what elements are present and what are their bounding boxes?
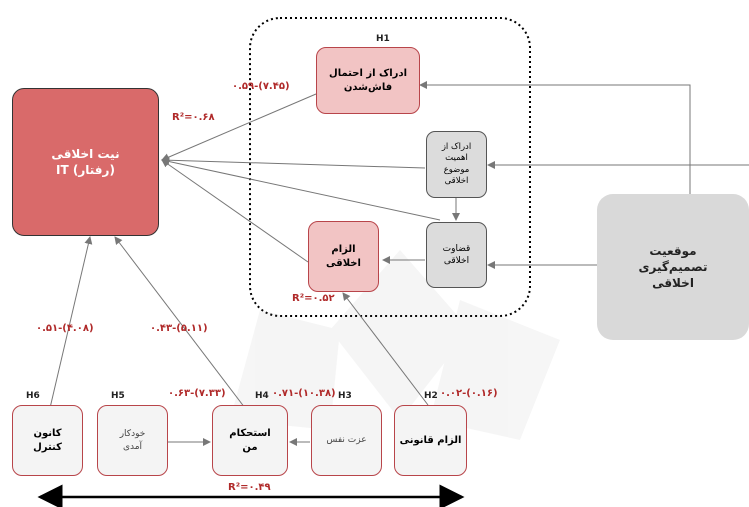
selfefficacy-label: خودکار آمدی <box>119 429 146 452</box>
obligation-to-intention-arrow <box>161 159 309 263</box>
importance-node[interactable]: ادراک از اهمیت موضوع اخلاقی <box>426 131 487 198</box>
legal-to-obligation-arrow <box>342 292 429 406</box>
egostrength-node[interactable]: استحکام من <box>212 405 288 476</box>
r2-ego: R²=۰.۴۹ <box>228 482 271 493</box>
judgment-label: قضاوت اخلاقی <box>442 243 471 266</box>
obligation-label: الزام اخلاقی <box>326 244 361 269</box>
selfefficacy-path-coef: ۰.۶۳-(۷.۳۳) <box>168 388 226 399</box>
egostrength-label: استحکام من <box>229 428 271 453</box>
h2-label: H2 <box>424 391 438 401</box>
importance-label: ادراک از اهمیت موضوع اخلاقی <box>441 141 472 186</box>
obligation-node[interactable]: الزام اخلاقی <box>308 221 379 292</box>
ego-path-coef: ۰.۴۳-(۵.۱۱) <box>150 323 208 334</box>
h6-label: H6 <box>26 391 40 401</box>
selfesteem-path-coef: ۰.۷۱-(۱۰.۳۸) <box>272 388 336 399</box>
exposure-label: ادراک از احتمال فاش‌شدن <box>329 68 407 93</box>
intention-label: نیت اخلاقی (رفتار) IT <box>51 146 120 177</box>
situation-node[interactable]: موقعیت تصمیم‌گیری اخلاقی <box>597 194 749 340</box>
legal-node[interactable]: الزام قانونی <box>394 405 467 476</box>
h1-label: H1 <box>376 34 390 44</box>
locus-path-coef: ۰.۵۱-(۴.۰۸) <box>36 323 94 334</box>
exposure-node[interactable]: ادراک از احتمال فاش‌شدن <box>316 47 420 114</box>
h3-label: H3 <box>338 391 352 401</box>
r2-intention: R²=۰.۶۸ <box>172 112 215 123</box>
locus-node[interactable]: کانون کنترل <box>12 405 83 476</box>
selfesteem-label: عزت نفس <box>326 435 367 446</box>
judgment-to-intention-arrow <box>161 157 441 221</box>
h1-group-border <box>249 17 531 317</box>
importance-to-intention-arrow <box>161 156 426 169</box>
ego-to-intention-arrow <box>114 236 246 409</box>
legal-path-coef: ۰.۰۲-(۰.۱۶) <box>440 388 498 399</box>
watermark <box>230 250 560 440</box>
exposure-to-intention-arrow <box>161 93 317 161</box>
h5-label: H5 <box>111 391 125 401</box>
legal-label: الزام قانونی <box>399 434 462 446</box>
selfesteem-node[interactable]: عزت نفس <box>311 405 382 476</box>
judgment-node[interactable]: قضاوت اخلاقی <box>426 222 487 288</box>
locus-label: کانون کنترل <box>33 428 62 453</box>
situation-label: موقعیت تصمیم‌گیری اخلاقی <box>638 243 708 291</box>
exposure-path-coef: ۰.۵۹-(۷.۴۵) <box>232 81 290 92</box>
selfefficacy-node[interactable]: خودکار آمدی <box>97 405 168 476</box>
intention-node[interactable]: نیت اخلاقی (رفتار) IT <box>12 88 159 236</box>
h4-label: H4 <box>255 391 269 401</box>
r2-obligation: R²=۰.۵۲ <box>292 293 335 304</box>
locus-to-intention-arrow <box>49 236 93 409</box>
